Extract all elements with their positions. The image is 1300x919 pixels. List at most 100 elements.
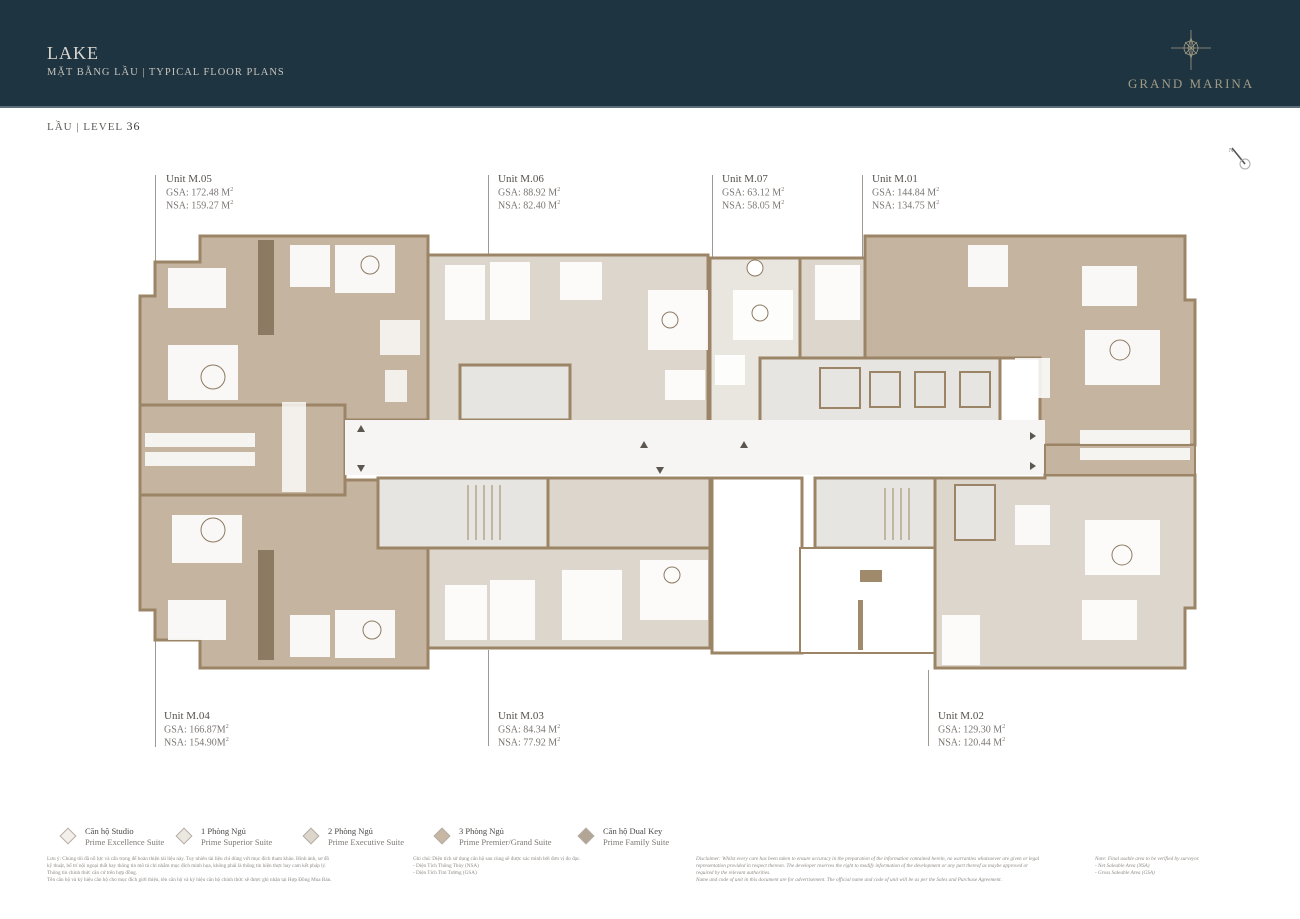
unit-m04-area[interactable] [138,478,430,670]
project-title: LAKE [47,43,99,63]
unit-m03-area[interactable] [426,476,712,650]
unit-nsa: NSA: 77.92 M [498,737,558,749]
note-line: - Net Saleable Area (NSA) [1095,863,1150,869]
open-void [710,476,804,655]
superscript: 2 [1002,737,1006,744]
level-label: LẦU | LEVEL [47,121,123,133]
note-line: - Diện Tích Tim Tường (GSA) [413,870,477,876]
legend-item-dual-key: Căn hộ Dual Key Prime Family Suite [576,826,696,852]
superscript: 2 [1002,724,1006,730]
superscript: 2 [557,724,561,730]
diamond-swatch-icon [175,827,193,845]
level-number: 36 [126,119,141,133]
legend-item-1br: 1 Phòng Ngủ Prime Superior Suite [174,826,294,852]
page-subtitle: MẶT BẰNG LẦU | TYPICAL FLOOR PLANS [47,67,285,78]
legend-label-en: Prime Excellence Suite [85,837,165,847]
unit-label-m01: Unit M.01 GSA: 144.84 M2 NSA: 134.75 M2 [872,174,939,212]
unit-label-m02: Unit M.02 GSA: 129.30 M2 NSA: 120.44 M2 [938,711,1005,749]
unit-label-m07: Unit M.07 GSA: 63.12 M2 NSA: 58.05 M2 [722,174,784,212]
unit-m05-area[interactable] [138,234,430,422]
superscript: 2 [936,200,940,207]
diamond-swatch-icon [302,827,320,845]
legend-item-2br: 2 Phòng Ngủ Prime Executive Suite [301,826,421,852]
unit-gsa: GSA: 129.30 M [938,724,1003,736]
stair-core-left [376,476,550,550]
superscript: 2 [230,187,234,193]
legend-label-vi: 2 Phòng Ngủ [328,826,373,836]
unit-nsa: NSA: 159.27 M [166,200,231,212]
leader-line-m03 [488,650,489,746]
en-area-note: Note: Final usable area to be verified b… [1095,856,1295,877]
unit-nsa: NSA: 154.90M [164,737,226,749]
leader-line-m04 [155,612,156,747]
unit-label-m06: Unit M.06 GSA: 88.92 M2 NSA: 82.40 M2 [498,174,560,212]
diamond-swatch-icon [59,827,77,845]
superscript: 2 [781,187,785,193]
unit-name: Unit M.04 [164,710,210,722]
note-line: Note: Final usable area to be verified b… [1095,856,1200,862]
unit-gsa: GSA: 172.48 M [166,187,231,199]
unit-name: Unit M.07 [722,173,768,185]
note-line: - Gross Saleable Area (GSA) [1095,870,1155,876]
floor-plan [138,234,1197,670]
unit-name: Unit M.02 [938,710,984,722]
unit-gsa: GSA: 88.92 M [498,187,558,199]
unit-nsa: NSA: 82.40 M [498,200,558,212]
unit-label-m03: Unit M.03 GSA: 84.34 M2 NSA: 77.92 M2 [498,711,560,749]
unit-name: Unit M.06 [498,173,544,185]
superscript: 2 [557,200,561,207]
note-line: representation provided in respect there… [696,863,1029,869]
diamond-swatch-icon [577,827,595,845]
note-line: Ghi chú: Diện tích sử dụng căn hộ sau cù… [413,856,581,862]
unit-name: Unit M.05 [166,173,212,185]
brand-logo: GRAND MARINA [1120,30,1270,100]
north-arrow-icon: N [1229,147,1251,170]
note-line: Name and code of unit in this document a… [696,877,1002,883]
brand-name: GRAND MARINA [1128,76,1255,91]
note-line: Tên căn hộ và ký hiệu căn hộ cho mục đíc… [47,877,332,883]
leader-line-m06 [488,175,489,260]
unit-gsa: GSA: 84.34 M [498,724,558,736]
corridor [345,420,1045,475]
legend-item-studio: Căn hộ Studio Prime Excellence Suite [58,826,178,852]
leader-line-m01 [862,175,863,260]
superscript: 2 [225,737,229,744]
unit-name: Unit M.03 [498,710,544,722]
unit-m06-area[interactable] [426,253,710,447]
unit-gsa: GSA: 166.87M [164,724,226,736]
note-line: - Diện Tích Thông Thủy (NSA) [413,863,479,869]
svg-text:N: N [1229,148,1234,154]
diamond-swatch-icon [433,827,451,845]
superscript: 2 [557,187,561,193]
legend-label-vi: Căn hộ Dual Key [603,826,663,836]
legend-label-en: Prime Family Suite [603,837,670,847]
leader-line-m05 [155,175,156,295]
unit-nsa: NSA: 120.44 M [938,737,1003,749]
header-banner: LAKE MẶT BẰNG LẦU | TYPICAL FLOOR PLANS … [0,0,1300,108]
legend-label-vi: 3 Phòng Ngủ [459,826,504,836]
note-line: Thông tin chính thức căn cứ trên hợp đồn… [47,870,138,876]
legend-label-vi: 1 Phòng Ngủ [201,826,246,836]
superscript: 2 [557,737,561,744]
legend-label-en: Prime Premier/Grand Suite [459,837,552,847]
legend-label-en: Prime Superior Suite [201,837,273,847]
leader-line-m02 [928,670,929,746]
vi-disclaimer: Lưu ý: Chúng tôi đã nỗ lực và cẩn trọng … [47,856,407,884]
en-disclaimer: Disclaimer: Whilst every care has been t… [696,856,1081,884]
unit-name: Unit M.01 [872,173,918,185]
unit-gsa: GSA: 144.84 M [872,187,937,199]
unit-m02-area[interactable] [933,473,1197,670]
legend-label-en: Prime Executive Suite [328,837,405,847]
superscript: 2 [230,200,234,207]
vi-area-note: Ghi chú: Diện tích sử dụng căn hộ sau cù… [413,856,673,877]
unit-label-m04: Unit M.04 GSA: 166.87M2 NSA: 154.90M2 [164,711,229,749]
note-line: Disclaimer: Whilst every care has been t… [696,856,1040,862]
unit-m05-kitchen [138,403,347,497]
stair-core-right [813,476,937,550]
unit-nsa: NSA: 58.05 M [722,200,782,212]
superscript: 2 [936,187,940,193]
note-line: required by the relevant authorities. [696,870,771,876]
note-line: Lưu ý: Chúng tôi đã nỗ lực và cẩn trọng … [47,856,330,862]
legend-label-vi: Căn hộ Studio [85,826,134,836]
legend-item-3br: 3 Phòng Ngủ Prime Premier/Grand Suite [432,826,572,852]
